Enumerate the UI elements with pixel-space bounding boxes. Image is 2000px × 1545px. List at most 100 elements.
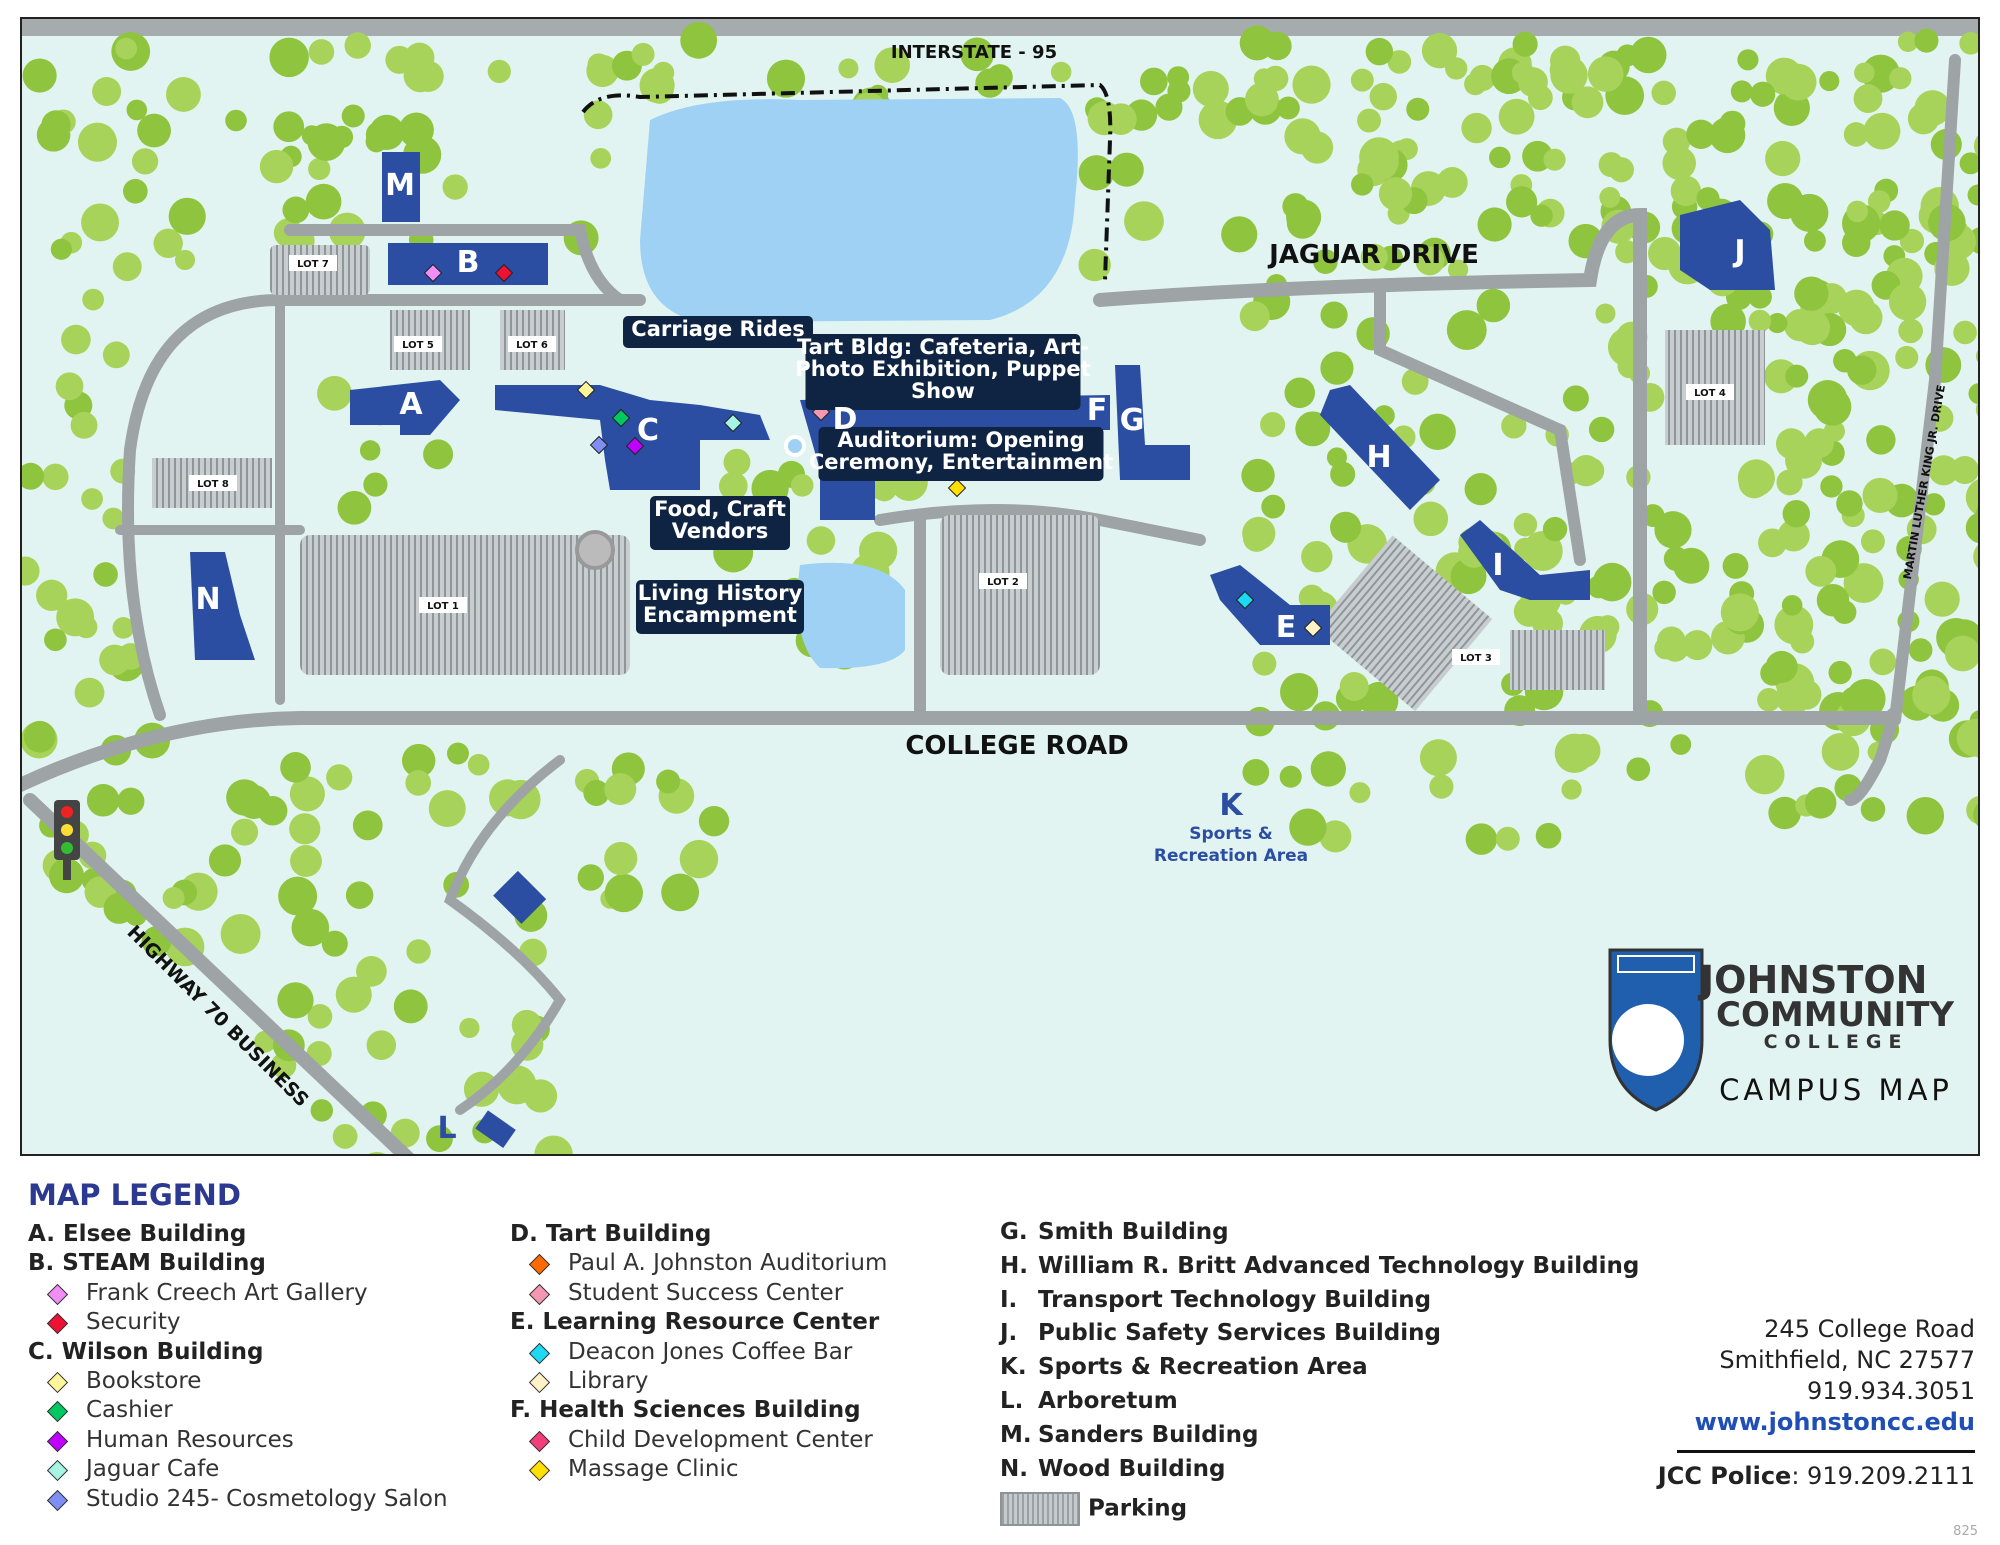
jaguar-drive-label: JAGUAR DRIVE [1267,240,1479,270]
website-link[interactable]: www.johnstoncc.edu [1694,1408,1975,1436]
map-frame [20,17,1980,1156]
legend-location: Frank Creech Art Gallery [28,1279,448,1308]
tree [1973,802,1979,828]
tree [1775,679,1811,715]
building-h-label[interactable]: H [1366,440,1391,475]
building-i-label[interactable]: I [1492,548,1503,583]
legend-building-label: Arboretum [1038,1387,1178,1414]
event-label-auditorium[interactable]: Auditorium: Opening [837,428,1084,452]
event-label-tart[interactable]: Show [911,379,975,403]
building-n-label[interactable]: N [195,582,220,617]
tree [1908,638,1933,662]
lot-label[interactable]: LOT 8 [197,479,229,490]
building-c-label[interactable]: C [637,413,659,448]
event-label-bg-food [650,496,790,550]
event-label-tart[interactable]: Tart Bldg: Cafeteria, Art- [797,335,1089,359]
tree [126,99,148,121]
tree [1252,651,1277,676]
lot-label[interactable]: LOT 4 [1694,388,1726,399]
event-label-food[interactable]: Vendors [672,519,769,543]
lot-label[interactable]: LOT 3 [1460,653,1492,664]
roads [21,54,1961,1155]
legend-building: B. STEAM Building [28,1250,266,1277]
event-label-tart[interactable]: Photo Exhibition, Puppet [795,357,1090,381]
address-street: 245 College Road [1764,1315,1975,1343]
tree [1991,745,2000,774]
tree [1561,779,1582,800]
tree [1421,33,1458,69]
building-m-label[interactable]: M [385,168,415,203]
tree [1748,284,1772,309]
legend-building: M.Sanders Building [1000,1419,1639,1453]
tree [489,779,527,817]
lot-label[interactable]: LOT 1 [427,601,459,612]
tree [326,764,353,791]
tree [1804,428,1834,459]
tree [1301,540,1333,573]
legend-building: H.William R. Britt Advanced Technology B… [1000,1250,1639,1284]
pond [797,562,905,669]
building-a-label[interactable]: A [399,387,423,422]
tree [1279,765,1302,788]
diamond-marker-icon [46,1313,69,1335]
tree [1295,411,1331,447]
building-b-label[interactable]: B [457,245,480,280]
tree [1652,580,1676,605]
tree [117,787,145,815]
lot-label[interactable]: LOT 7 [297,259,329,270]
tree [1543,148,1566,171]
lot-label[interactable]: LOT 2 [987,577,1019,588]
sports-area-line2: Recreation Area [1154,846,1308,866]
building-d-label[interactable]: D [833,402,858,437]
tree [723,448,751,476]
tree [1862,477,1898,513]
event-label-carriage[interactable]: Carriage Rides [631,317,804,341]
legend-building: G.Smith Building [1000,1216,1639,1250]
sports-area-letter[interactable]: K [1219,788,1244,823]
legend-building: C. Wilson Building [28,1338,264,1365]
arboretum-label[interactable]: L [437,1111,456,1146]
event-label-food[interactable]: Food, Craft [654,497,786,521]
tree [1387,50,1412,74]
event-label-living[interactable]: Living History [638,581,803,605]
diamond-marker-icon [528,1342,551,1364]
tree [577,864,604,891]
tree [1078,155,1115,191]
tree [137,113,171,148]
building-j-label[interactable]: J [1732,234,1745,269]
legend-key: H. [1000,1252,1028,1279]
building-e-label[interactable]: E [1276,610,1297,645]
legend-location: Jaguar Cafe [28,1455,448,1484]
lot-label[interactable]: LOT 6 [516,340,548,351]
tree [1992,460,2000,484]
tree [81,203,120,242]
lot-tag-bg [1452,649,1500,665]
tree [442,174,468,200]
building-g-label[interactable]: G [1120,403,1145,438]
tree [1965,512,1979,544]
tree [308,157,331,181]
campus-map[interactable]: LOT 1 LOT 2 LOT 3 LOT 4 LOT 5 LOT 6 LOT 7 LOT 8… [0,0,2000,1160]
building-f-label[interactable]: F [1087,393,1108,428]
tree [1641,504,1665,528]
legend-location: Bookstore [28,1367,448,1396]
tree [1922,493,1946,516]
legend-location-label: Library [568,1368,649,1395]
tree [1750,81,1776,107]
lot-tag-bg [1686,384,1734,400]
tree [656,769,681,794]
event-label-auditorium[interactable]: Ceremony, Entertainment [809,450,1113,474]
tree [719,471,748,501]
tree [208,844,242,877]
legend-location-label: Jaguar Cafe [86,1456,220,1483]
tree [74,615,98,639]
event-label-living[interactable]: Encampment [643,603,797,627]
tree [1980,704,2000,735]
tree [534,1135,573,1155]
tree [1682,630,1713,661]
tree [1819,71,1840,92]
legend-building: A. Elsee Building [28,1221,247,1247]
lot-label[interactable]: LOT 5 [402,340,434,351]
tree [1843,563,1884,603]
tree [1860,797,1886,822]
